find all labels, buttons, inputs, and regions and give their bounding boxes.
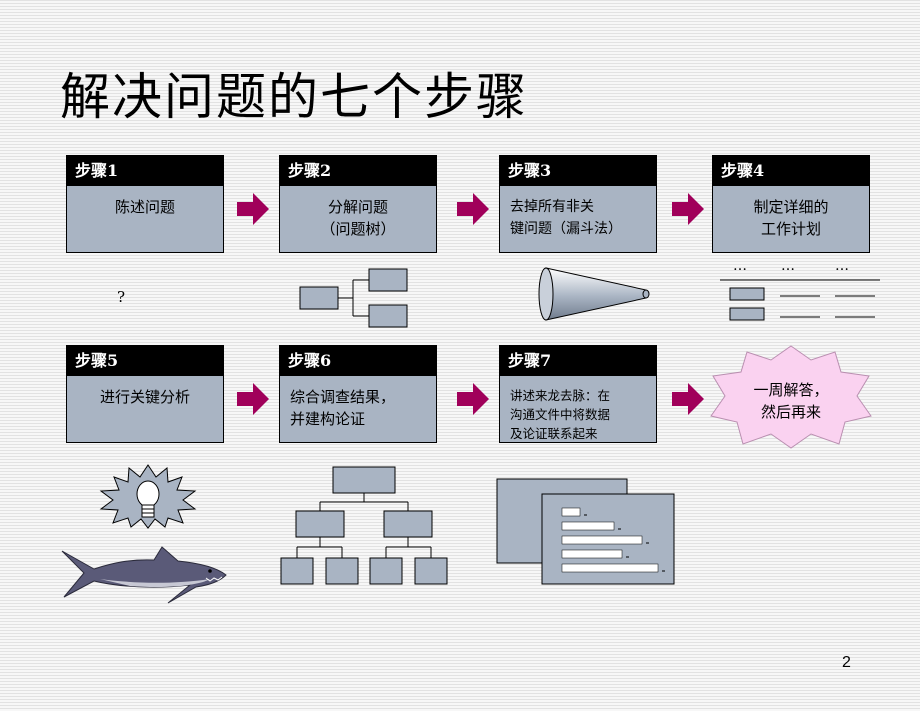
arrow-right-icon bbox=[457, 383, 489, 415]
step-6-line-2: 并建构论证 bbox=[290, 410, 366, 428]
step-2-box: 步骤2 分解问题 （问题树） bbox=[279, 155, 437, 253]
step-3-line-2: 键问题（漏斗法） bbox=[510, 221, 622, 237]
step-1-text: 陈述问题 bbox=[67, 186, 223, 218]
step-4-line-1: 制定详细的 bbox=[753, 198, 829, 216]
step-7-line-3: 及论证联系起来 bbox=[510, 426, 598, 441]
step-7-line-2: 沟通文件中将数据 bbox=[510, 407, 611, 422]
arrow-right-icon bbox=[672, 193, 704, 225]
funnel-icon bbox=[538, 267, 650, 321]
step-6-box: 步骤6 综合调查结果， 并建构论证 bbox=[279, 345, 437, 443]
step-7-box: 步骤7 讲述来龙去脉：在 沟通文件中将数据 及论证联系起来 bbox=[499, 345, 657, 443]
argument-tree-icon bbox=[280, 466, 448, 585]
arrow-right-icon bbox=[457, 193, 489, 225]
step-6-text: 综合调查结果， 并建构论证 bbox=[280, 376, 436, 430]
step-4-box: 步骤4 制定详细的 工作计划 bbox=[712, 155, 870, 253]
step-2-line-2: （问题树） bbox=[320, 220, 396, 238]
work-plan-icon bbox=[720, 279, 880, 321]
step-6-header: 步骤6 bbox=[280, 346, 436, 376]
step-7-text: 讲述来龙去脉：在 沟通文件中将数据 及论证联系起来 bbox=[500, 376, 656, 443]
step-2-header: 步骤2 bbox=[280, 156, 436, 186]
step-1-box: 步骤1 陈述问题 bbox=[66, 155, 224, 253]
plan-dot: … bbox=[733, 258, 747, 274]
step-3-box: 步骤3 去掉所有非关 键问题（漏斗法） bbox=[499, 155, 657, 253]
shark-icon bbox=[61, 546, 227, 604]
step-3-text: 去掉所有非关 键问题（漏斗法） bbox=[500, 186, 656, 240]
question-mark: ? bbox=[117, 288, 126, 306]
issue-tree-icon bbox=[299, 268, 408, 328]
arrow-right-icon bbox=[237, 383, 269, 415]
step-2-text: 分解问题 （问题树） bbox=[280, 186, 436, 240]
final-burst-line-2: 然后再来 bbox=[760, 403, 821, 421]
plan-dot: … bbox=[781, 258, 795, 274]
step-3-line-1: 去掉所有非关 bbox=[510, 199, 594, 215]
plan-dot: … bbox=[835, 258, 849, 274]
step-2-line-1: 分解问题 bbox=[327, 198, 388, 216]
step-4-line-2: 工作计划 bbox=[760, 220, 821, 238]
step-7-header: 步骤7 bbox=[500, 346, 656, 376]
page-number: 2 bbox=[842, 654, 851, 671]
page-title: 解决问题的七个步骤 bbox=[60, 68, 528, 126]
step-5-header: 步骤5 bbox=[67, 346, 223, 376]
arrow-right-icon bbox=[237, 193, 269, 225]
step-4-header: 步骤4 bbox=[713, 156, 869, 186]
step-3-header: 步骤3 bbox=[500, 156, 656, 186]
report-document-icon bbox=[496, 478, 675, 585]
arrow-right-icon bbox=[672, 383, 704, 415]
step-1-line-1: 陈述问题 bbox=[114, 198, 175, 216]
lightbulb-icon bbox=[99, 464, 197, 529]
final-burst-text: 一周解答， 然后再来 bbox=[707, 379, 875, 423]
step-5-box: 步骤5 进行关键分析 bbox=[66, 345, 224, 443]
step-1-header: 步骤1 bbox=[67, 156, 223, 186]
step-4-text: 制定详细的 工作计划 bbox=[713, 186, 869, 240]
step-5-text: 进行关键分析 bbox=[67, 376, 223, 408]
step-7-line-1: 讲述来龙去脉：在 bbox=[510, 388, 611, 403]
final-burst-shape bbox=[710, 345, 872, 449]
step-5-line-1: 进行关键分析 bbox=[99, 388, 190, 406]
step-6-line-1: 综合调查结果， bbox=[290, 388, 396, 406]
final-burst-line-1: 一周解答， bbox=[753, 381, 829, 399]
